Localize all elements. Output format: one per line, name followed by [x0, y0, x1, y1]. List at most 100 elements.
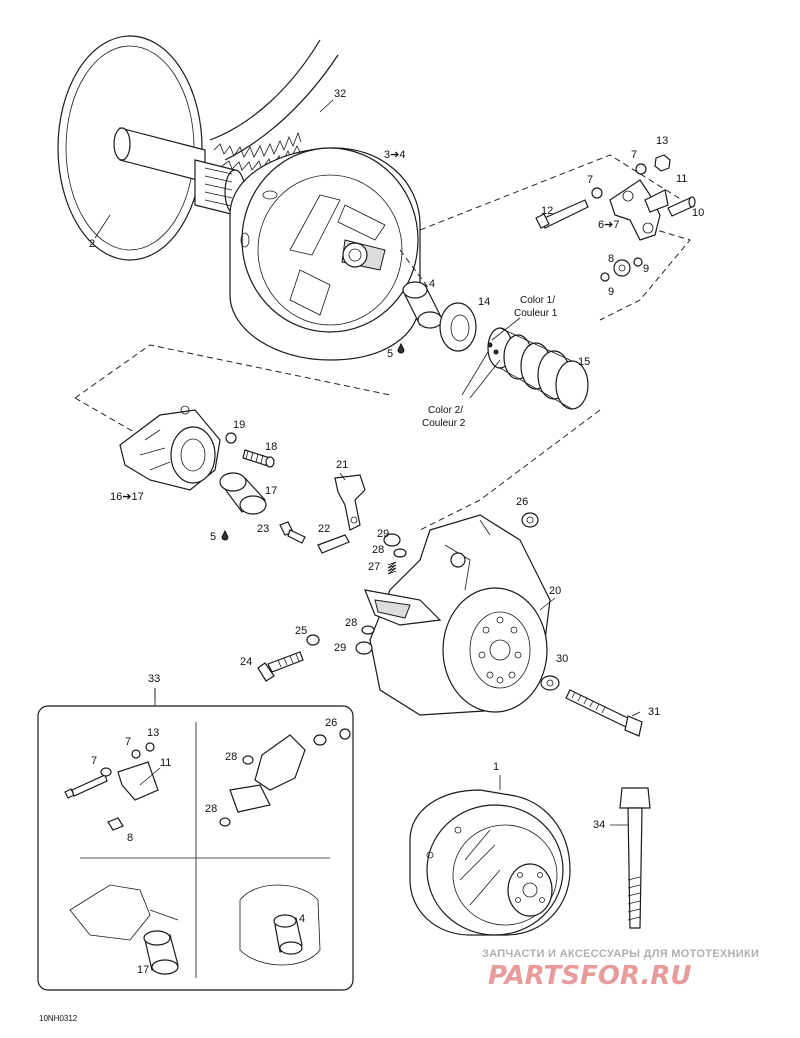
label-21: 21: [336, 459, 348, 471]
label-11: 11: [676, 173, 687, 185]
spring-color-2-line-1: Color 2/: [428, 405, 463, 416]
watermark-logo: PARTSFOR.RU: [488, 961, 691, 991]
label-33: 33: [148, 673, 160, 685]
label-29b: 29: [334, 642, 346, 654]
label-28b: 28: [345, 617, 357, 629]
label-9b: 9: [608, 286, 614, 298]
label-23: 23: [257, 523, 269, 535]
inset-label-28b: 28: [205, 803, 217, 815]
grease-drop-icon: [221, 529, 229, 541]
label-18: 18: [265, 441, 277, 453]
washer-part-25: [306, 634, 320, 646]
roller-part-29b: [355, 641, 373, 655]
roller-part-8: [613, 259, 631, 277]
lever-assembly-part-6: [609, 179, 669, 241]
pin-part-22: [317, 534, 350, 554]
inset-label-17: 17: [137, 964, 149, 976]
washer-part-30: [540, 675, 560, 691]
bolt-part-34: [619, 787, 651, 929]
assembly-line: [419, 409, 601, 531]
washer-part-26: [521, 512, 539, 528]
fixed-sheave-part-2: [57, 35, 246, 261]
roller-part-29a: [383, 533, 401, 547]
watermark: ЗАПЧАСТИ И АКСЕССУАРЫ ДЛЯ МОТОТЕХНИКИ PA…: [482, 948, 759, 991]
label-26: 26: [516, 496, 528, 508]
spring-color-2-line-2: Couleur 2: [422, 418, 466, 429]
assembly-line: [399, 249, 431, 291]
label-10: 10: [692, 207, 704, 219]
seal-ring-part-14: [439, 302, 477, 352]
bushing-part-4: [402, 281, 443, 329]
figure-code: 10NH0312: [39, 1014, 78, 1023]
label-5a: 5: [387, 348, 393, 360]
cam-arm-part-21: [334, 474, 366, 531]
drive-belt-part-32: [209, 39, 339, 171]
assembly-line: [419, 154, 691, 231]
label-7b: 7: [587, 174, 593, 186]
label-14: 14: [478, 296, 490, 308]
inset-label-4: 4: [299, 913, 305, 925]
spring-color-1-line-1: Color 1/: [520, 295, 555, 306]
washer-part-7b: [635, 163, 647, 175]
label-16-to-17: 16➔17: [110, 491, 144, 503]
washer-part-19: [225, 432, 237, 444]
label-30: 30: [556, 653, 568, 665]
label-5b: 5: [210, 531, 216, 543]
watermark-tagline: ЗАПЧАСТИ И АКСЕССУАРЫ ДЛЯ МОТОТЕХНИКИ: [482, 948, 759, 960]
screw-part-23: [279, 521, 306, 544]
callout-labels: 2 32 3➔4 13 7 7 11 12 6➔7 10 8 9 9 4 14 …: [89, 88, 704, 831]
inset-label-7a: 7: [125, 736, 131, 748]
inset-label-26: 26: [325, 717, 337, 729]
label-32: 32: [334, 88, 346, 100]
label-1: 1: [493, 761, 499, 773]
kit-inset-part-33: [37, 688, 354, 991]
inset-label-13: 13: [147, 727, 159, 739]
label-24: 24: [240, 656, 252, 668]
label-34: 34: [593, 819, 605, 831]
washer-part-28a: [393, 548, 407, 558]
nut-part-13: [654, 154, 671, 172]
bolt-part-31: [565, 689, 643, 737]
label-28a: 28: [372, 544, 384, 556]
grease-drop-icon: [397, 342, 405, 354]
inset-label-8: 8: [127, 832, 133, 844]
assembly-line: [74, 344, 391, 399]
label-4: 4: [429, 278, 435, 290]
inset-label-11: 11: [160, 757, 171, 769]
label-31: 31: [648, 706, 660, 718]
label-15: 15: [578, 356, 590, 368]
label-2: 2: [89, 238, 95, 250]
label-20: 20: [549, 585, 561, 597]
color-leader: [491, 317, 521, 341]
label-12: 12: [541, 205, 553, 217]
drive-pulley-assembly-part-1: [409, 789, 571, 936]
washer-part-7a: [591, 187, 603, 199]
bolt-part-12: [535, 199, 589, 229]
screw-part-18: [242, 449, 275, 468]
label-6-to-7: 6➔7: [598, 219, 619, 231]
leader-lines: [94, 99, 641, 826]
governor-cup-part-20: [369, 514, 551, 716]
washer-part-28b: [361, 625, 375, 635]
washer-part-9a: [600, 272, 610, 282]
spider-part-16: [119, 405, 221, 491]
bushing-part-17: [219, 472, 267, 515]
color-leader: [461, 351, 501, 399]
inset-label-7b: 7: [91, 755, 97, 767]
inset-labels: 13 7 7 11 8 26 28 28 4 17: [91, 717, 337, 976]
label-7a: 7: [631, 149, 637, 161]
label-17: 17: [265, 485, 277, 497]
label-25: 25: [295, 625, 307, 637]
label-19: 19: [233, 419, 245, 431]
label-8: 8: [608, 253, 614, 265]
spring-part-27: [387, 561, 397, 575]
label-29a: 29: [377, 528, 389, 540]
spring-color-1-line-2: Couleur 1: [514, 308, 558, 319]
movable-sheave-part-3: [229, 147, 421, 361]
label-27: 27: [368, 561, 380, 573]
pin-part-10: [667, 196, 696, 217]
assembly-line: [599, 224, 691, 321]
spring-part-15: [487, 327, 589, 410]
roller-arm-assembly: [364, 589, 442, 626]
